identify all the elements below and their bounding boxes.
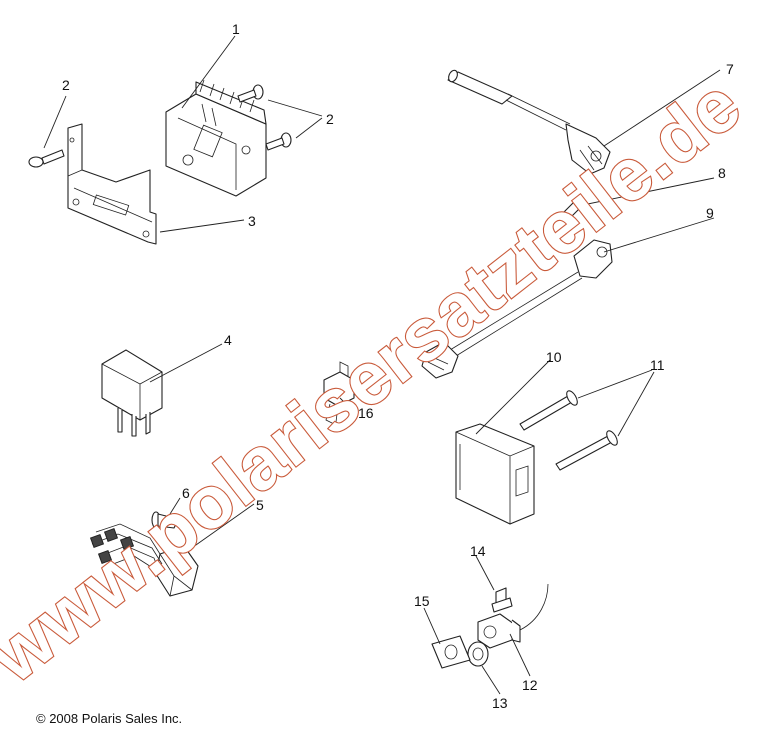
part-4-relay (101, 349, 163, 437)
callout-8: 8 (718, 165, 726, 181)
part-3-mounting-bracket (67, 123, 157, 245)
part-13-bushing (467, 641, 489, 667)
callout-3: 3 (248, 213, 256, 229)
callout-labels: 1 2 2 3 4 5 6 7 8 9 10 11 12 13 14 15 16 (62, 21, 734, 711)
part-10-control-module (455, 423, 535, 525)
leader-lines (43, 35, 721, 695)
callout-15: 15 (414, 593, 430, 609)
callout-9: 9 (706, 205, 714, 221)
callout-11: 11 (650, 357, 665, 373)
callout-2-left: 2 (62, 77, 70, 93)
callout-5: 5 (256, 497, 264, 513)
callout-6: 6 (182, 485, 190, 501)
part-7-throttle-switch (447, 69, 611, 175)
part-1-regulator (165, 79, 267, 197)
callout-10: 10 (546, 349, 562, 365)
part-12-sensor (477, 583, 549, 649)
part-16-switch (323, 361, 355, 427)
callout-13: 13 (492, 695, 508, 711)
callout-2-right: 2 (326, 111, 334, 127)
callout-7: 7 (726, 61, 734, 77)
part-5-fuse-holder (89, 523, 199, 597)
part-6-push-pin (151, 511, 177, 529)
part-14-bolt (491, 587, 513, 613)
callout-4: 4 (224, 332, 232, 348)
callout-12: 12 (522, 677, 538, 693)
callout-1: 1 (232, 21, 240, 37)
part-11-bolts (519, 390, 618, 471)
copyright-notice: © 2008 Polaris Sales Inc. (36, 711, 183, 726)
part-9-sensor (421, 239, 613, 379)
part-2-screw-left (28, 149, 65, 168)
callout-16: 16 (358, 405, 374, 421)
part-15-gasket (431, 635, 471, 669)
part-2-screws-right (237, 84, 292, 151)
callout-14: 14 (470, 543, 486, 559)
